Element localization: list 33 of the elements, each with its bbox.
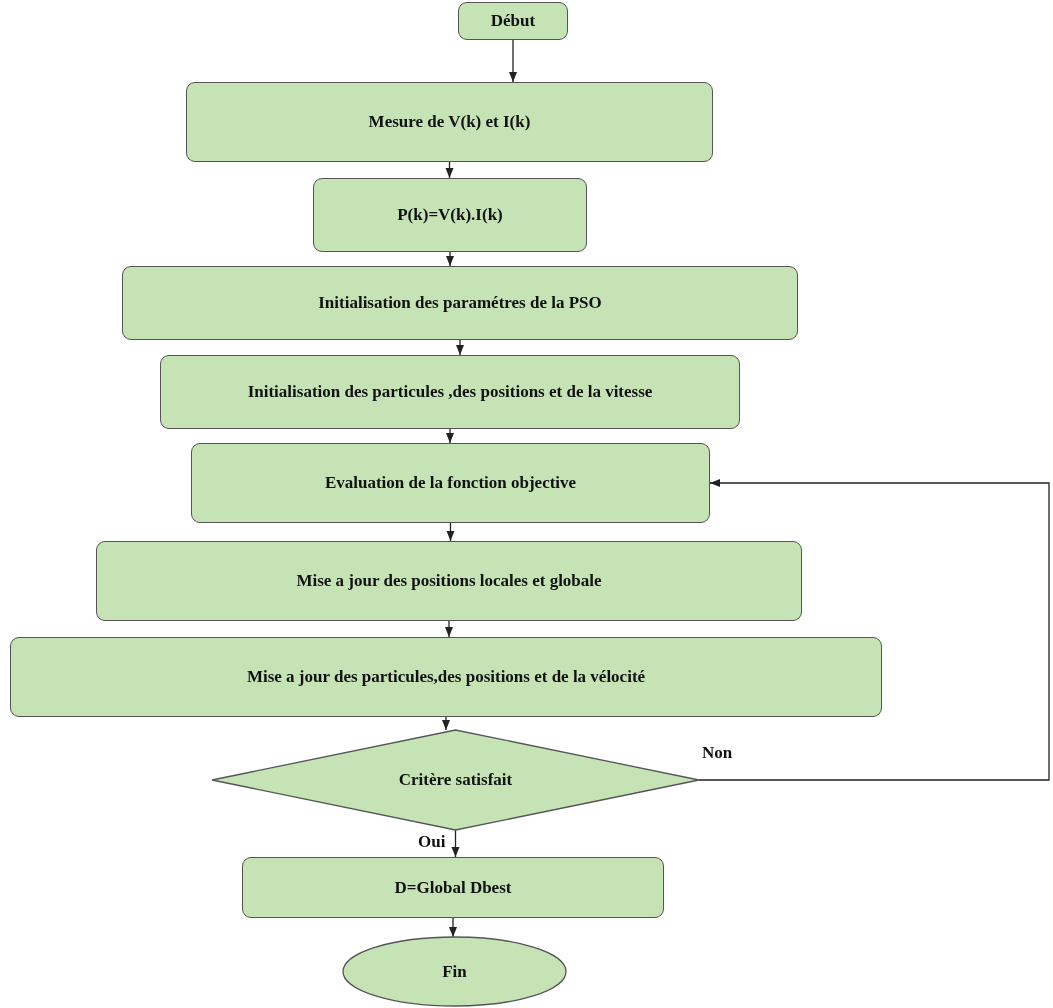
node-text: Initialisation des particules ,des positions et de la vitesse [246, 381, 654, 403]
node-text: P(k)=V(k).I(k) [396, 204, 504, 226]
process-box [122, 266, 798, 340]
arrow [508, 39, 518, 83]
process-box [96, 541, 802, 621]
process-box [191, 443, 710, 523]
arrow [451, 829, 460, 858]
node-text: Mesure de V(k) et I(k) [367, 111, 532, 133]
node-text: Fin [441, 960, 468, 983]
process-box [313, 178, 587, 252]
node-text: Evaluation de la fonction objective [323, 472, 578, 494]
arrow [446, 522, 455, 542]
process-box [160, 355, 740, 429]
node-text: Mise a jour des positions locales et globale [295, 570, 603, 592]
end-ellipse [343, 937, 566, 1006]
start-box [458, 2, 568, 40]
node-text: Mise a jour des particules,des positions et de la vélocité [245, 666, 647, 688]
arrow [445, 428, 455, 444]
process-box [186, 82, 713, 162]
node-text: D=Global Dbest [393, 876, 513, 899]
node-text: Début [489, 10, 537, 32]
arrow [455, 339, 465, 356]
process-box [242, 857, 664, 918]
node-text: Initialisation des paramétres de la PSO [317, 292, 603, 314]
arrow [448, 917, 458, 938]
arrow [441, 716, 451, 731]
arrow [444, 620, 454, 638]
node-text: Critère satisfait [397, 769, 514, 791]
arrow [698, 478, 1050, 781]
decision-diamond [212, 730, 699, 830]
arrow [445, 161, 454, 179]
arrow [445, 251, 455, 267]
process-box [10, 637, 882, 717]
